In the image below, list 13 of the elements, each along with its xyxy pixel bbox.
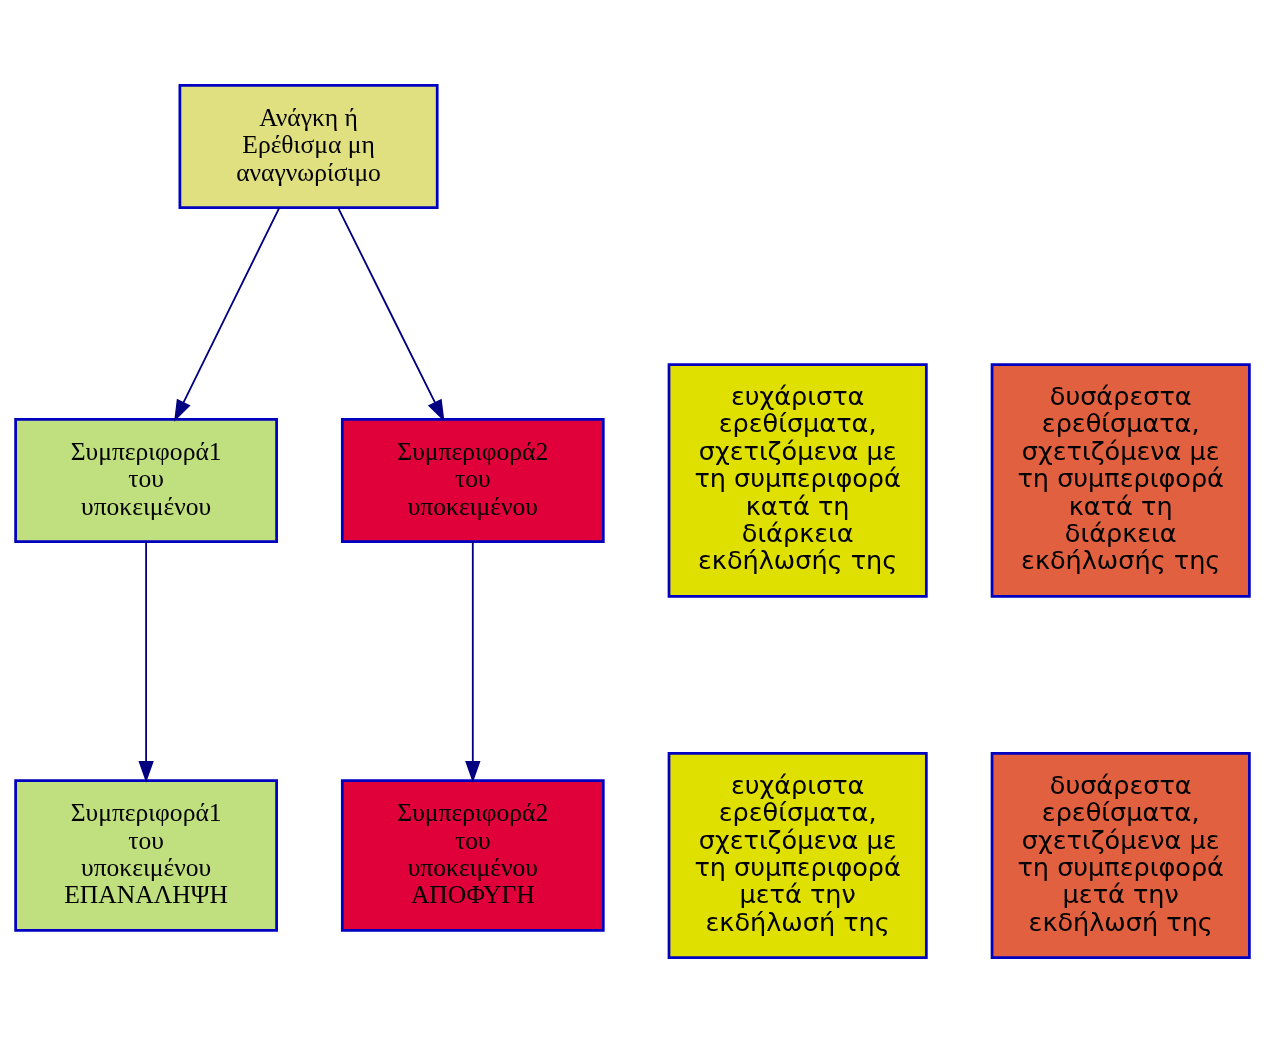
arrow	[174, 206, 281, 422]
arrow	[337, 206, 445, 422]
node-box: Συμπεριφορά2 του υποκειμένου ΑΠΟΦΥΓΗ	[340, 778, 605, 932]
node-box: δυσάρεστα ερεθίσματα, σχετιζόμενα με τη συμπεριφορά μετά την εκδήλωσή της	[990, 751, 1251, 959]
node-box: Συμπεριφορά1 του υποκειμένου	[14, 417, 278, 543]
node-box: ευχάριστα ερεθίσματα, σχετιζόμενα με τη συμπεριφορά μετά την εκδήλωσή της	[667, 751, 928, 959]
node-box: ευχάριστα ερεθίσματα, σχετιζόμενα με τη συμπεριφορά κατά τη διάρκεια εκδήλωσής της	[667, 362, 928, 598]
node-box: Συμπεριφορά2 του υποκειμένου	[340, 417, 605, 543]
arrow	[138, 540, 154, 783]
node-box: δυσάρεστα ερεθίσματα, σχετιζόμενα με τη συμπεριφορά κατά τη διάρκεια εκδήλωσής της	[990, 362, 1251, 598]
node-box: Συμπεριφορά1 του υποκειμένου ΕΠΑΝΑΛΗΨΗ	[14, 778, 278, 932]
node-box: Ανάγκη ή Ερέθισμα μη αναγνωρίσιμο	[178, 83, 439, 209]
arrow	[465, 540, 481, 783]
